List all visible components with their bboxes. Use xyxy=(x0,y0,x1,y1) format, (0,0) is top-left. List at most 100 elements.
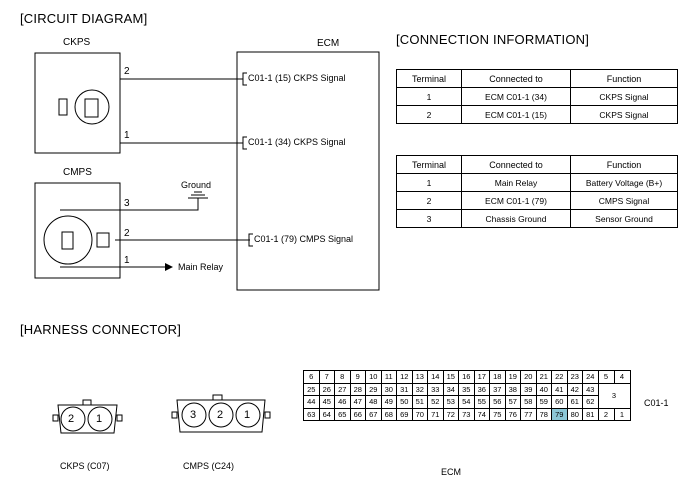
ecm-pin-75: 75 xyxy=(489,407,506,421)
ckps-connector-caption: CKPS (C07) xyxy=(60,461,110,471)
ecm-pin-78: 78 xyxy=(535,407,552,421)
ecm-pin-32: 32 xyxy=(411,382,428,396)
ecm-pin-11: 11 xyxy=(380,370,397,384)
ecm-pin-66: 66 xyxy=(349,407,366,421)
ckps-small-pin xyxy=(58,98,68,116)
ecm-pin-3: 3 xyxy=(597,382,631,409)
ecm-pin-2: 2 xyxy=(597,407,615,421)
ecm-pin-31: 31 xyxy=(396,382,413,396)
cell-connected-to: Main Relay xyxy=(461,173,571,192)
ecm-pin-26: 26 xyxy=(318,382,335,396)
ecm-pin-34: 34 xyxy=(442,382,459,396)
ckps-pin-1: 1 xyxy=(124,130,130,141)
ecm-pin-7: 7 xyxy=(318,370,335,384)
cell-terminal: 1 xyxy=(396,173,462,192)
table-row: 2 ECM C01-1 (79) CMPS Signal xyxy=(396,191,678,210)
ecm-pin-41: 41 xyxy=(551,382,568,396)
header-connected-to: Connected to xyxy=(461,155,571,174)
ecm-pin-34-label: C01-1 (34) CKPS Signal xyxy=(248,137,346,147)
cmps-connection-table: Terminal Connected to Function 1 Main Re… xyxy=(396,155,678,228)
ecm-pin-49: 49 xyxy=(380,395,397,409)
ecm-pin-55: 55 xyxy=(473,395,490,409)
cell-terminal: 2 xyxy=(396,191,462,210)
ecm-pin-42: 42 xyxy=(566,382,583,396)
cmps-connector-body xyxy=(176,399,266,433)
ecm-pin-29: 29 xyxy=(365,382,382,396)
ecm-pin-62: 62 xyxy=(582,395,599,409)
cmps-label: CMPS xyxy=(63,167,92,178)
ecm-pin-53: 53 xyxy=(442,395,459,409)
cmps-wire-3 xyxy=(60,198,199,211)
ecm-pin-15: 15 xyxy=(442,370,459,384)
ecm-pin-9: 9 xyxy=(349,370,366,384)
header-terminal: Terminal xyxy=(396,155,462,174)
cell-terminal: 1 xyxy=(396,87,462,106)
ecm-pin-58: 58 xyxy=(520,395,537,409)
ecm-pin-51: 51 xyxy=(411,395,428,409)
ecm-pin-16: 16 xyxy=(458,370,475,384)
ecm-pin-45: 45 xyxy=(318,395,335,409)
cell-connected-to: ECM C01-1 (15) xyxy=(461,105,571,124)
ecm-pin-77: 77 xyxy=(520,407,537,421)
ckps-connector-pin-1: 1 xyxy=(96,413,103,425)
ecm-pin-13: 13 xyxy=(411,370,428,384)
ecm-pin-81: 81 xyxy=(582,407,599,421)
ecm-pin-64: 64 xyxy=(318,407,335,421)
ckps-sensor-circle xyxy=(74,89,110,125)
ecm-pin-71: 71 xyxy=(427,407,444,421)
ecm-label: ECM xyxy=(317,38,340,49)
ckps-connector-pin-2: 2 xyxy=(68,413,75,425)
cmps-connector-caption: CMPS (C24) xyxy=(183,461,235,471)
ecm-pin-8: 8 xyxy=(334,370,351,384)
ecm-pin-15-label: C01-1 (15) CKPS Signal xyxy=(248,73,346,83)
ecm-pin-17: 17 xyxy=(473,370,490,384)
ckps-sensor-core xyxy=(84,98,99,118)
cmps-small-pin xyxy=(96,232,110,248)
ecm-pin-69: 69 xyxy=(396,407,413,421)
ecm-pin-23: 23 xyxy=(566,370,583,384)
ecm-pin-63: 63 xyxy=(303,407,320,421)
cmps-sensor-circle xyxy=(43,215,93,265)
ecm-pin-14: 14 xyxy=(427,370,444,384)
cell-connected-to: Chassis Ground xyxy=(461,209,571,228)
ecm-pin-6: 6 xyxy=(303,370,320,384)
ecm-pin-80: 80 xyxy=(566,407,583,421)
main-relay-label: Main Relay xyxy=(178,262,224,272)
cmps-box xyxy=(34,182,121,279)
ecm-pin-54: 54 xyxy=(458,395,475,409)
ckps-label: CKPS xyxy=(63,37,91,48)
ecm-pin-44: 44 xyxy=(303,395,320,409)
cmps-connector-pin-1: 1 xyxy=(244,409,251,421)
ckps-box xyxy=(34,52,121,154)
ecm-pin-79-label: C01-1 (79) CMPS Signal xyxy=(254,234,354,244)
cell-function: CMPS Signal xyxy=(570,191,678,210)
ecm-pin-10: 10 xyxy=(365,370,382,384)
ecm-pin-38: 38 xyxy=(504,382,521,396)
ecm-pin-46: 46 xyxy=(334,395,351,409)
harness-connector-title: [HARNESS CONNECTOR] xyxy=(20,322,182,337)
cell-function: Battery Voltage (B+) xyxy=(570,173,678,192)
ecm-pin-18: 18 xyxy=(489,370,506,384)
ecm-pin-12: 12 xyxy=(396,370,413,384)
ecm-pin-25: 25 xyxy=(303,382,320,396)
ckps-pin-2: 2 xyxy=(124,66,130,77)
table-header-row: Terminal Connected to Function xyxy=(396,69,678,88)
cell-terminal: 3 xyxy=(396,209,462,228)
ckps-connection-table: Terminal Connected to Function 1 ECM C01… xyxy=(396,69,678,124)
ecm-pin-56: 56 xyxy=(489,395,506,409)
ecm-pin-79: 79 xyxy=(551,407,568,421)
header-function: Function xyxy=(570,69,678,88)
ecm-pin-30: 30 xyxy=(380,382,397,396)
ecm-pin-24: 24 xyxy=(582,370,599,384)
ecm-pin-22: 22 xyxy=(551,370,568,384)
ckps-connector-body xyxy=(57,404,118,434)
cell-terminal: 2 xyxy=(396,105,462,124)
ecm-pin-35: 35 xyxy=(458,382,475,396)
ecm-connector-id: C01-1 xyxy=(644,398,669,408)
cell-function: CKPS Signal xyxy=(570,105,678,124)
ecm-pin-60: 60 xyxy=(551,395,568,409)
